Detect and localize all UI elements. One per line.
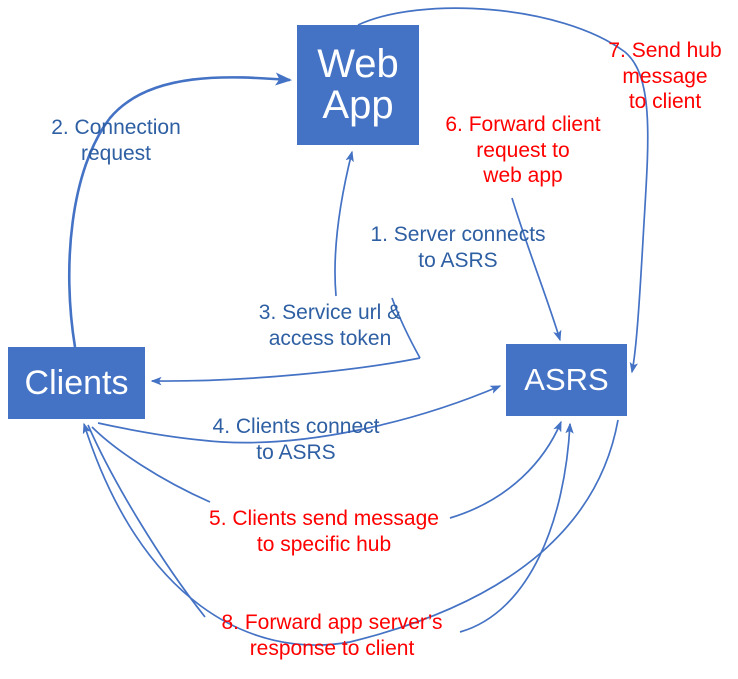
step-label-6: 6. Forward client request to web app	[445, 113, 601, 188]
node-web-app-label: Web App	[317, 42, 399, 127]
edge-2-clients-to-webapp	[68, 72, 293, 348]
edge-8-tail	[87, 424, 206, 618]
edge-7-send-hub-message	[357, 7, 649, 374]
edge-asrs-to-clients-return	[82, 419, 619, 646]
node-clients-label: Clients	[24, 363, 129, 402]
node-clients[interactable]: Clients	[8, 347, 145, 419]
step-label-1: 1. Server connects to ASRS	[370, 223, 546, 272]
edge-1-server-connects-to-asrs	[334, 150, 354, 297]
step-label-3: 3. Service url & access token	[258, 301, 402, 350]
edge-4-tail	[97, 422, 201, 441]
node-asrs-label: ASRS	[524, 362, 609, 398]
step-label-2: 2. Connection request	[51, 116, 181, 165]
step-label-8: 8. Forward app server’s response to clie…	[221, 611, 443, 660]
node-web-app[interactable]: Web App	[297, 25, 419, 145]
edge-5-clients-send-message	[449, 420, 562, 519]
step-label-4: 4. Clients connect to ASRS	[212, 415, 380, 464]
edge-6-forward-client-request	[511, 197, 562, 342]
edge-5-tail	[91, 426, 211, 503]
step-label-7: 7. Send hub message to client	[608, 39, 722, 114]
step-label-5: 5. Clients send message to specific hub	[209, 507, 439, 556]
edge-3-service-url-access-token	[150, 357, 421, 386]
edge-4-clients-connect-to-asrs	[199, 385, 502, 444]
node-asrs[interactable]: ASRS	[506, 344, 627, 416]
edge-3-tail	[391, 297, 421, 359]
edge-8-forward-response	[459, 422, 574, 633]
